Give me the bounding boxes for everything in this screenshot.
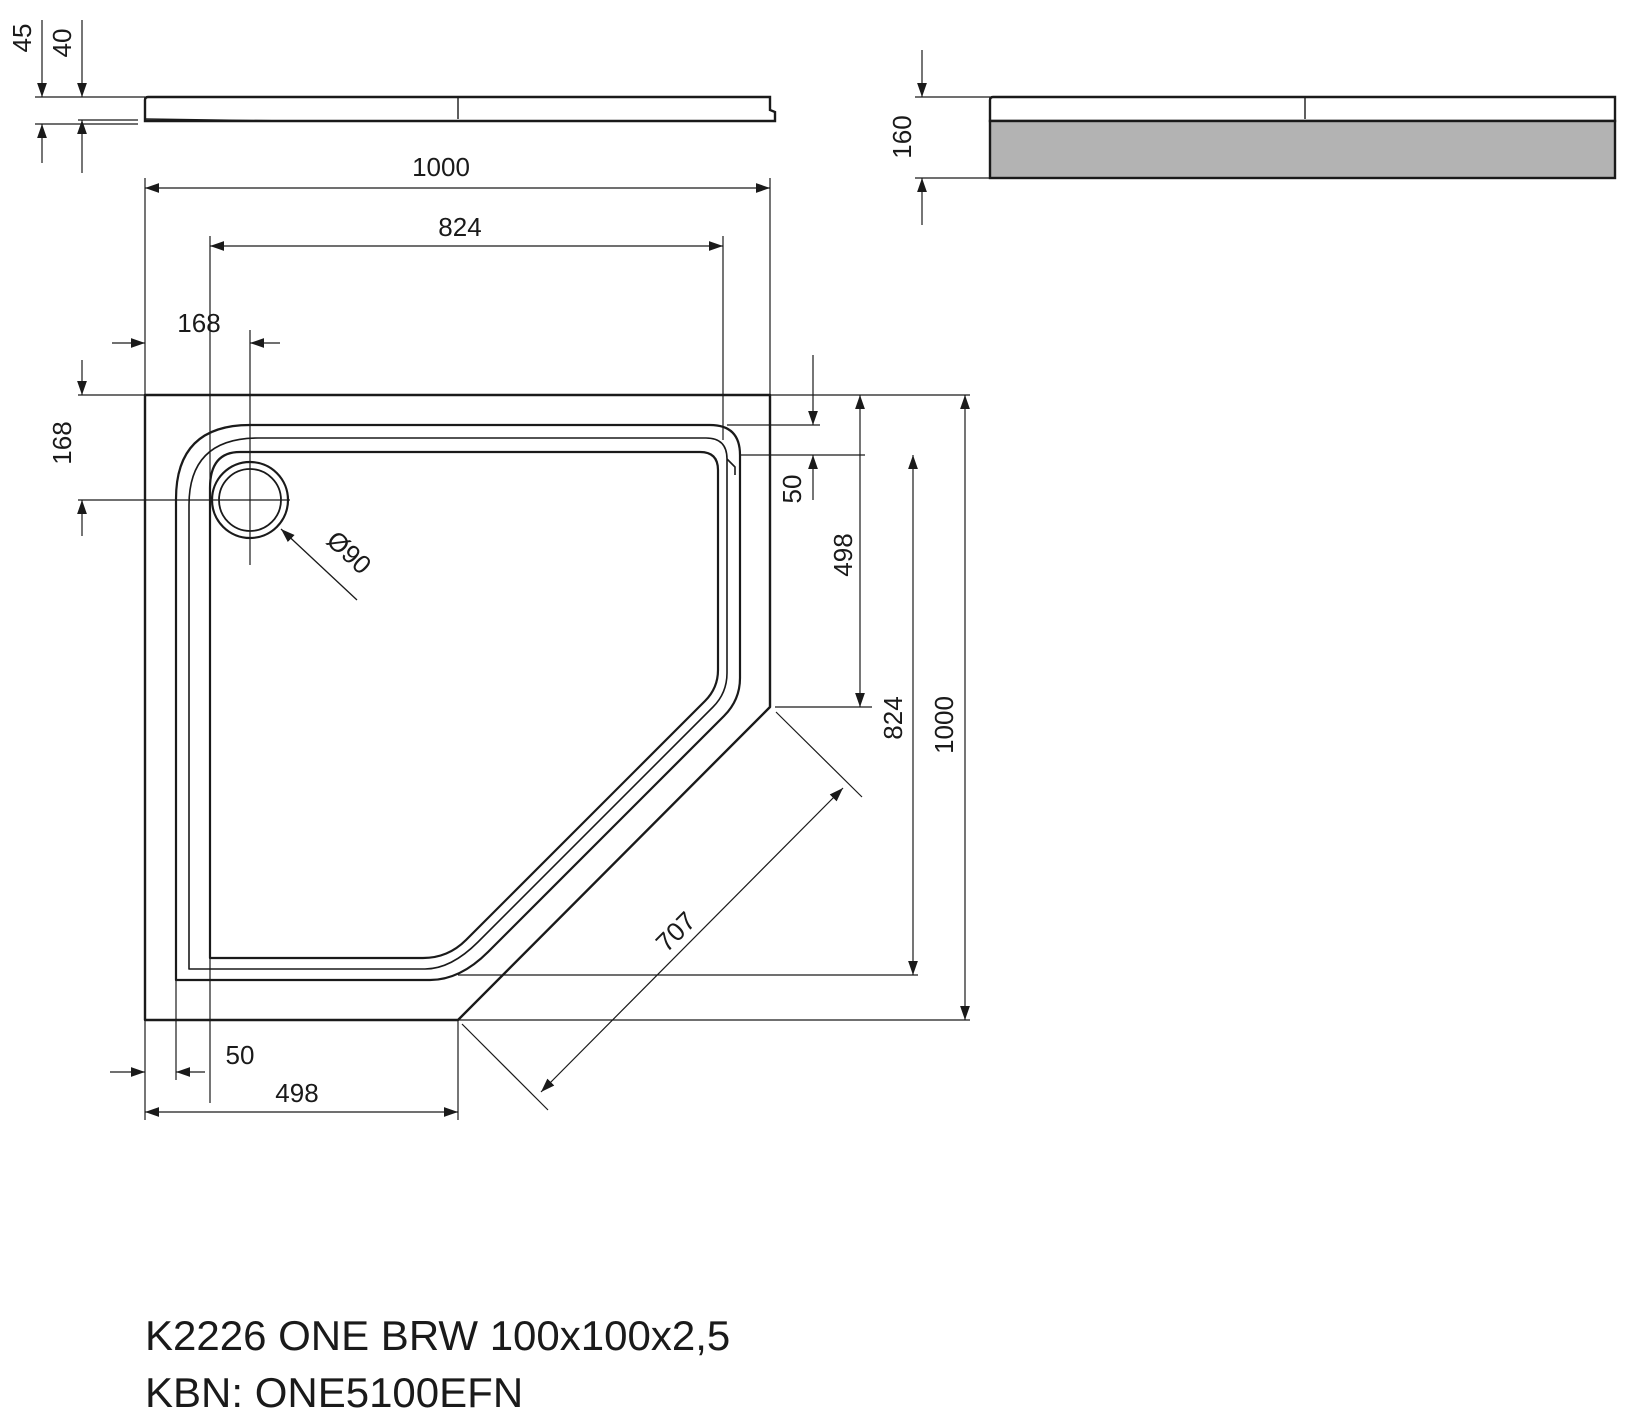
dim-inner-width: 824 bbox=[438, 212, 481, 242]
side-profile-with-base-view bbox=[915, 50, 1617, 225]
dim-side-height-outer: 45 bbox=[7, 24, 37, 53]
drain-outlet-icon bbox=[185, 460, 358, 601]
dim-total-height: 1000 bbox=[929, 696, 959, 754]
tray-rim-inner bbox=[188, 437, 728, 970]
tray-basin bbox=[208, 450, 720, 960]
dim-bottom-edge-length: 498 bbox=[275, 1078, 318, 1108]
dim-drain-diameter: Ø90 bbox=[321, 525, 377, 580]
dim-diagonal-length: 707 bbox=[650, 906, 702, 958]
tray-rim-outer bbox=[174, 423, 742, 982]
dim-side-height-inner: 40 bbox=[47, 29, 77, 58]
dim-base-height: 160 bbox=[887, 115, 917, 158]
dim-rim-bottom: 50 bbox=[226, 1040, 255, 1070]
dim-drain-offset-x: 168 bbox=[177, 308, 220, 338]
side-profile-view bbox=[35, 20, 777, 173]
caption-product-code: KBN: ONE5100EFN bbox=[145, 1369, 523, 1416]
dim-total-width: 1000 bbox=[412, 152, 470, 182]
dimension-line-diagonal bbox=[461, 711, 863, 1111]
dim-inner-height: 824 bbox=[878, 696, 908, 739]
caption-product-name: K2226 ONE BRW 100x100x2,5 bbox=[145, 1312, 730, 1359]
base-block bbox=[988, 119, 1617, 180]
dim-rim-right: 50 bbox=[777, 475, 807, 504]
dimension-lines-bottom bbox=[110, 980, 459, 1120]
dimension-lines-top bbox=[77, 178, 771, 1103]
dim-drain-offset-y: 168 bbox=[47, 421, 77, 464]
dim-right-edge-length: 498 bbox=[828, 533, 858, 576]
